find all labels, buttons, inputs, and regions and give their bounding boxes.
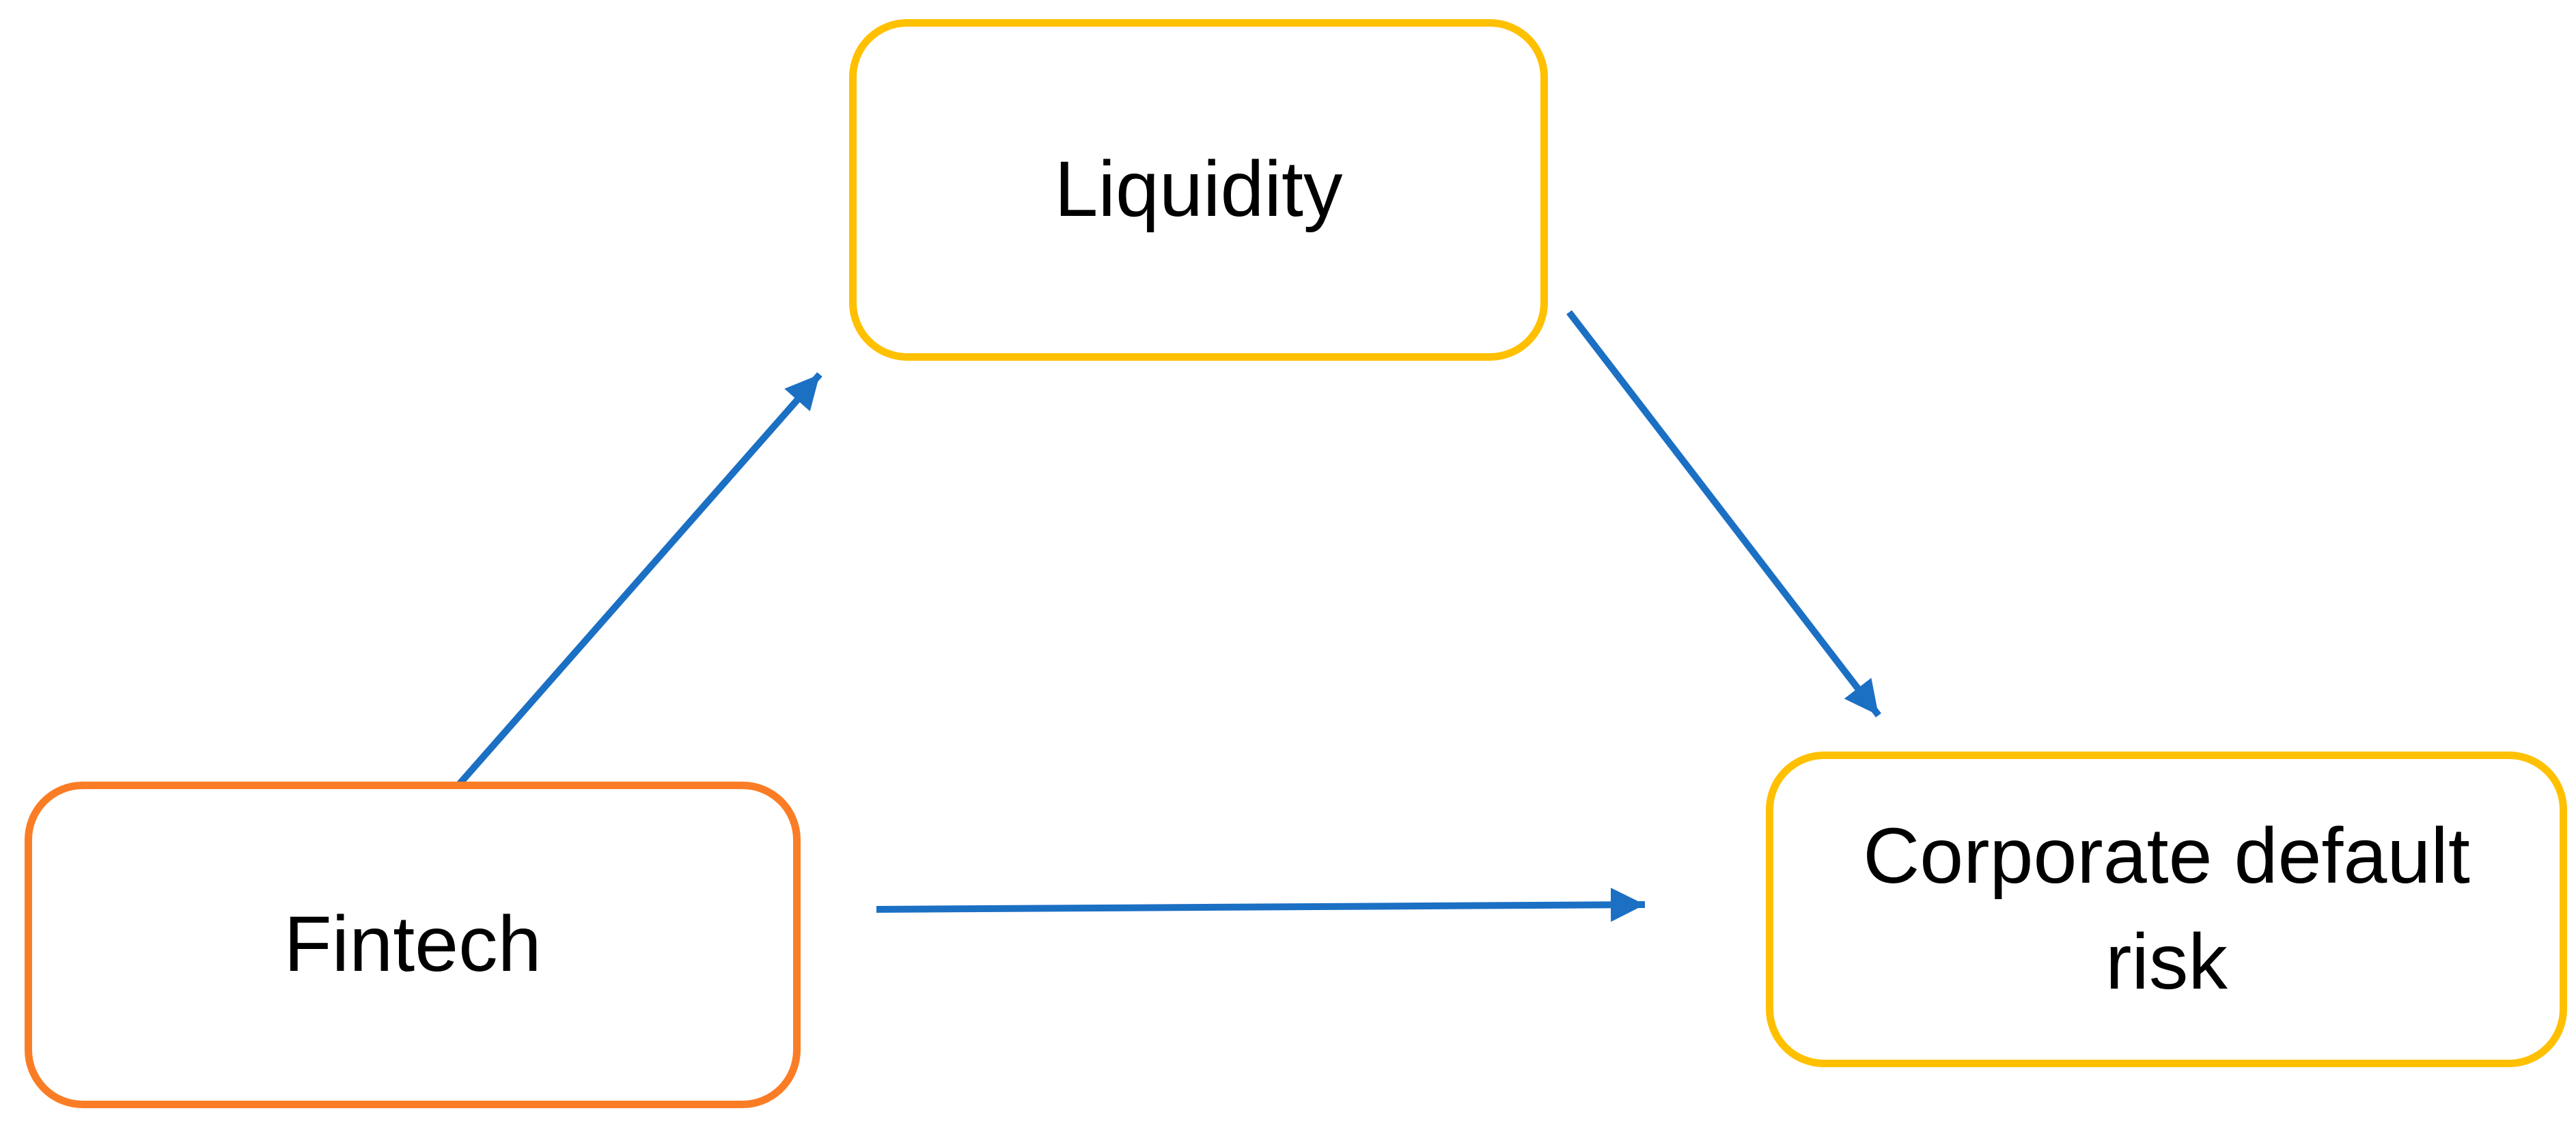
arrow-fintech-to-corporate-default-risk: [876, 888, 1646, 922]
arrow-fintech-to-liquidity: [452, 372, 822, 793]
node-liquidity: Liquidity: [849, 19, 1548, 361]
arrow-liquidity-to-corporate-default-risk: [1566, 309, 1881, 718]
node-liquidity-label: Liquidity: [1054, 146, 1343, 234]
node-corporate-default-risk: Corporate default risk: [1766, 752, 2567, 1067]
node-fintech-label: Fintech: [283, 900, 542, 989]
node-corporate-default-risk-label: Corporate default risk: [1863, 812, 2470, 1006]
node-fintech: Fintech: [25, 782, 801, 1108]
